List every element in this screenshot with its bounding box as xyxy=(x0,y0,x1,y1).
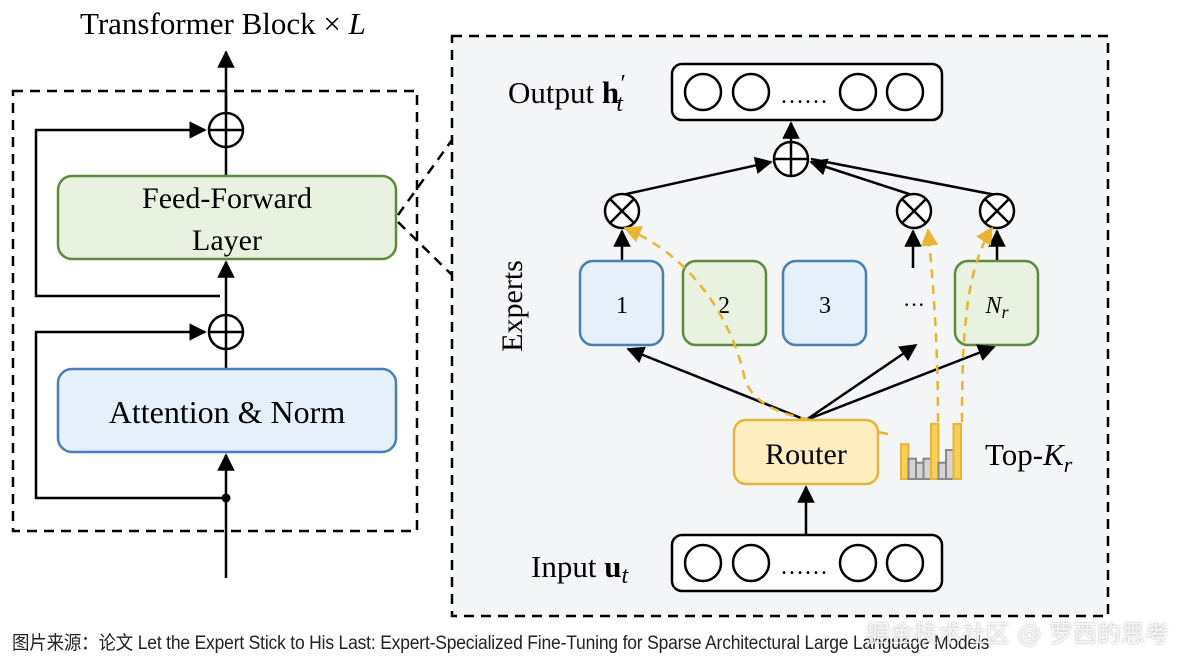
zoom-line-top xyxy=(396,139,454,216)
score-bar-selected xyxy=(952,422,962,480)
score-bar xyxy=(915,461,925,481)
input-vector: …… xyxy=(670,533,944,593)
routing-path-expert-nr xyxy=(960,226,994,423)
experts-axis-label: Experts xyxy=(496,260,529,352)
expert-box-nr: Nr xyxy=(953,259,1040,347)
residual-add-icon-top xyxy=(207,111,245,149)
watermark: 掘金技术社区 @ 罗西的思考 xyxy=(865,620,1169,648)
sum-icon xyxy=(772,140,810,178)
svg-text:……: …… xyxy=(780,83,828,109)
score-bar-selected xyxy=(930,422,940,480)
ffn-label-line1: Feed-Forward xyxy=(142,182,312,215)
residual-connection-attn xyxy=(34,323,226,500)
score-bar xyxy=(922,457,932,481)
top-k-label: Top-Kr xyxy=(985,437,1073,477)
score-bar-selected xyxy=(900,443,910,481)
attention-norm-label: Attention & Norm xyxy=(109,394,346,430)
residual-add-icon-bottom xyxy=(207,313,245,351)
score-bar xyxy=(907,457,917,481)
transformer-block-frame xyxy=(11,89,419,533)
figure-caption: 图片来源：论文 Let the Expert Stick to His Last… xyxy=(12,633,990,654)
output-vector: …… xyxy=(670,62,944,122)
svg-text:Nr: Nr xyxy=(984,293,1009,322)
input-label: Input ut xyxy=(531,549,629,589)
multiply-icon-expert-1 xyxy=(603,192,641,230)
multiply-icon-expert-k xyxy=(895,192,933,230)
attention-norm-box xyxy=(56,367,398,454)
router-score-bars xyxy=(900,422,962,481)
multiply-icon-expert-nr xyxy=(978,192,1016,230)
routing-path-expert-k xyxy=(920,228,940,423)
residual-connection-ffn xyxy=(34,121,220,298)
output-label: Output h′t xyxy=(508,71,625,117)
score-bar xyxy=(945,449,955,480)
router-box: Router xyxy=(732,418,880,486)
experts-ellipsis: ··· xyxy=(903,292,925,317)
transformer-block-title: Transformer Block × L xyxy=(80,6,366,41)
ffn-label-line2: Layer xyxy=(192,224,262,257)
svg-text:……: …… xyxy=(780,554,828,580)
score-bar xyxy=(937,461,947,481)
svg-text:Router: Router xyxy=(765,438,847,471)
routing-path-expert-1 xyxy=(623,226,889,436)
svg-text:3: 3 xyxy=(819,293,831,319)
expert-box-2: 2 xyxy=(681,259,768,347)
expert-box-3: 3 xyxy=(781,259,868,347)
zoom-line-bottom xyxy=(397,221,453,276)
svg-text:2: 2 xyxy=(718,293,730,319)
feed-forward-layer-box xyxy=(56,174,398,261)
branch-point xyxy=(221,493,231,503)
expert-box-1: 1 xyxy=(578,259,665,347)
svg-text:1: 1 xyxy=(616,293,628,319)
